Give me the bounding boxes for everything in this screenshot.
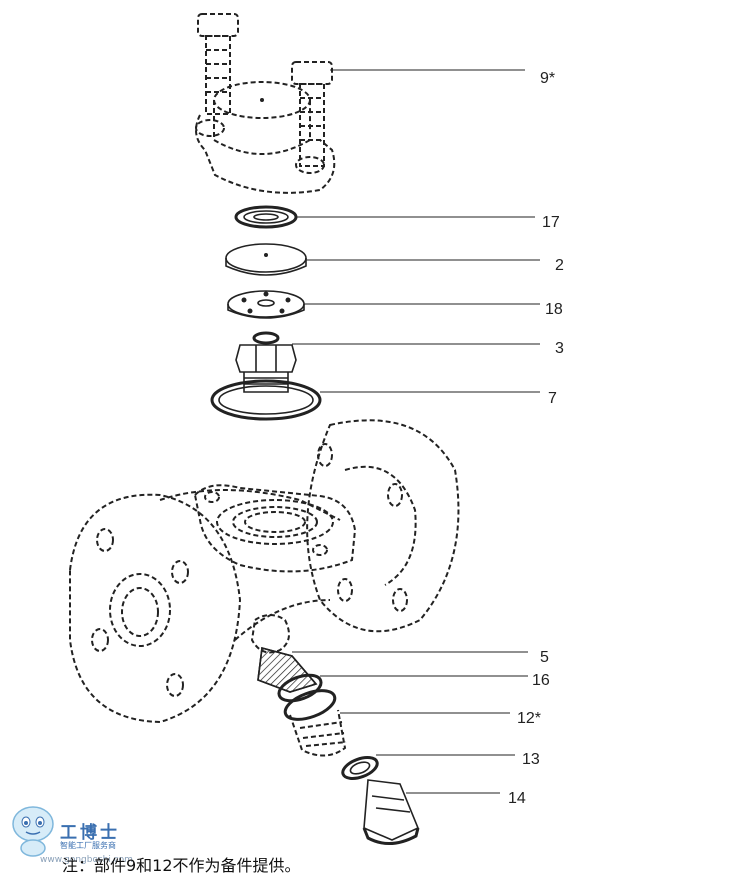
part-5-strainer — [257, 646, 318, 693]
mascot-icon — [12, 806, 54, 857]
callout-5: 5 — [540, 649, 549, 666]
watermark-url: www.gongboshi.com — [40, 855, 133, 865]
callout-7: 7 — [548, 390, 557, 407]
part-3-seat — [235, 331, 297, 393]
watermark-brand: 工博士 — [60, 823, 120, 843]
valve-body — [69, 419, 460, 724]
part-13-washer — [341, 756, 379, 780]
footnote: 注：部件9和12不作为备件提供。 — [62, 856, 301, 875]
callout-17: 17 — [542, 214, 560, 231]
callout-9: 9* — [540, 70, 555, 87]
part-16-oring — [277, 673, 323, 703]
part-17-gasket — [234, 205, 298, 229]
callout-14: 14 — [508, 790, 526, 807]
callout-18: 18 — [545, 301, 563, 318]
callout-3: 3 — [555, 340, 564, 357]
part-7-oring — [210, 379, 322, 421]
part-12-cap — [283, 689, 347, 757]
bonnet-assembly — [195, 13, 336, 194]
callout-16: 16 — [532, 672, 550, 689]
callout-12: 12* — [517, 710, 541, 727]
callout-13: 13 — [522, 751, 540, 768]
watermark-logo — [8, 798, 158, 868]
callout-labels: 9* 17 2 18 3 7 5 16 12* 13 14 — [508, 70, 564, 807]
part-14-plug — [362, 779, 420, 845]
part-2-diaphragm — [225, 243, 307, 276]
leader-lines — [292, 69, 540, 794]
watermark-tagline: 智能工厂服务商 — [60, 841, 116, 850]
callout-2: 2 — [555, 257, 564, 274]
part-18-plate — [227, 290, 305, 319]
